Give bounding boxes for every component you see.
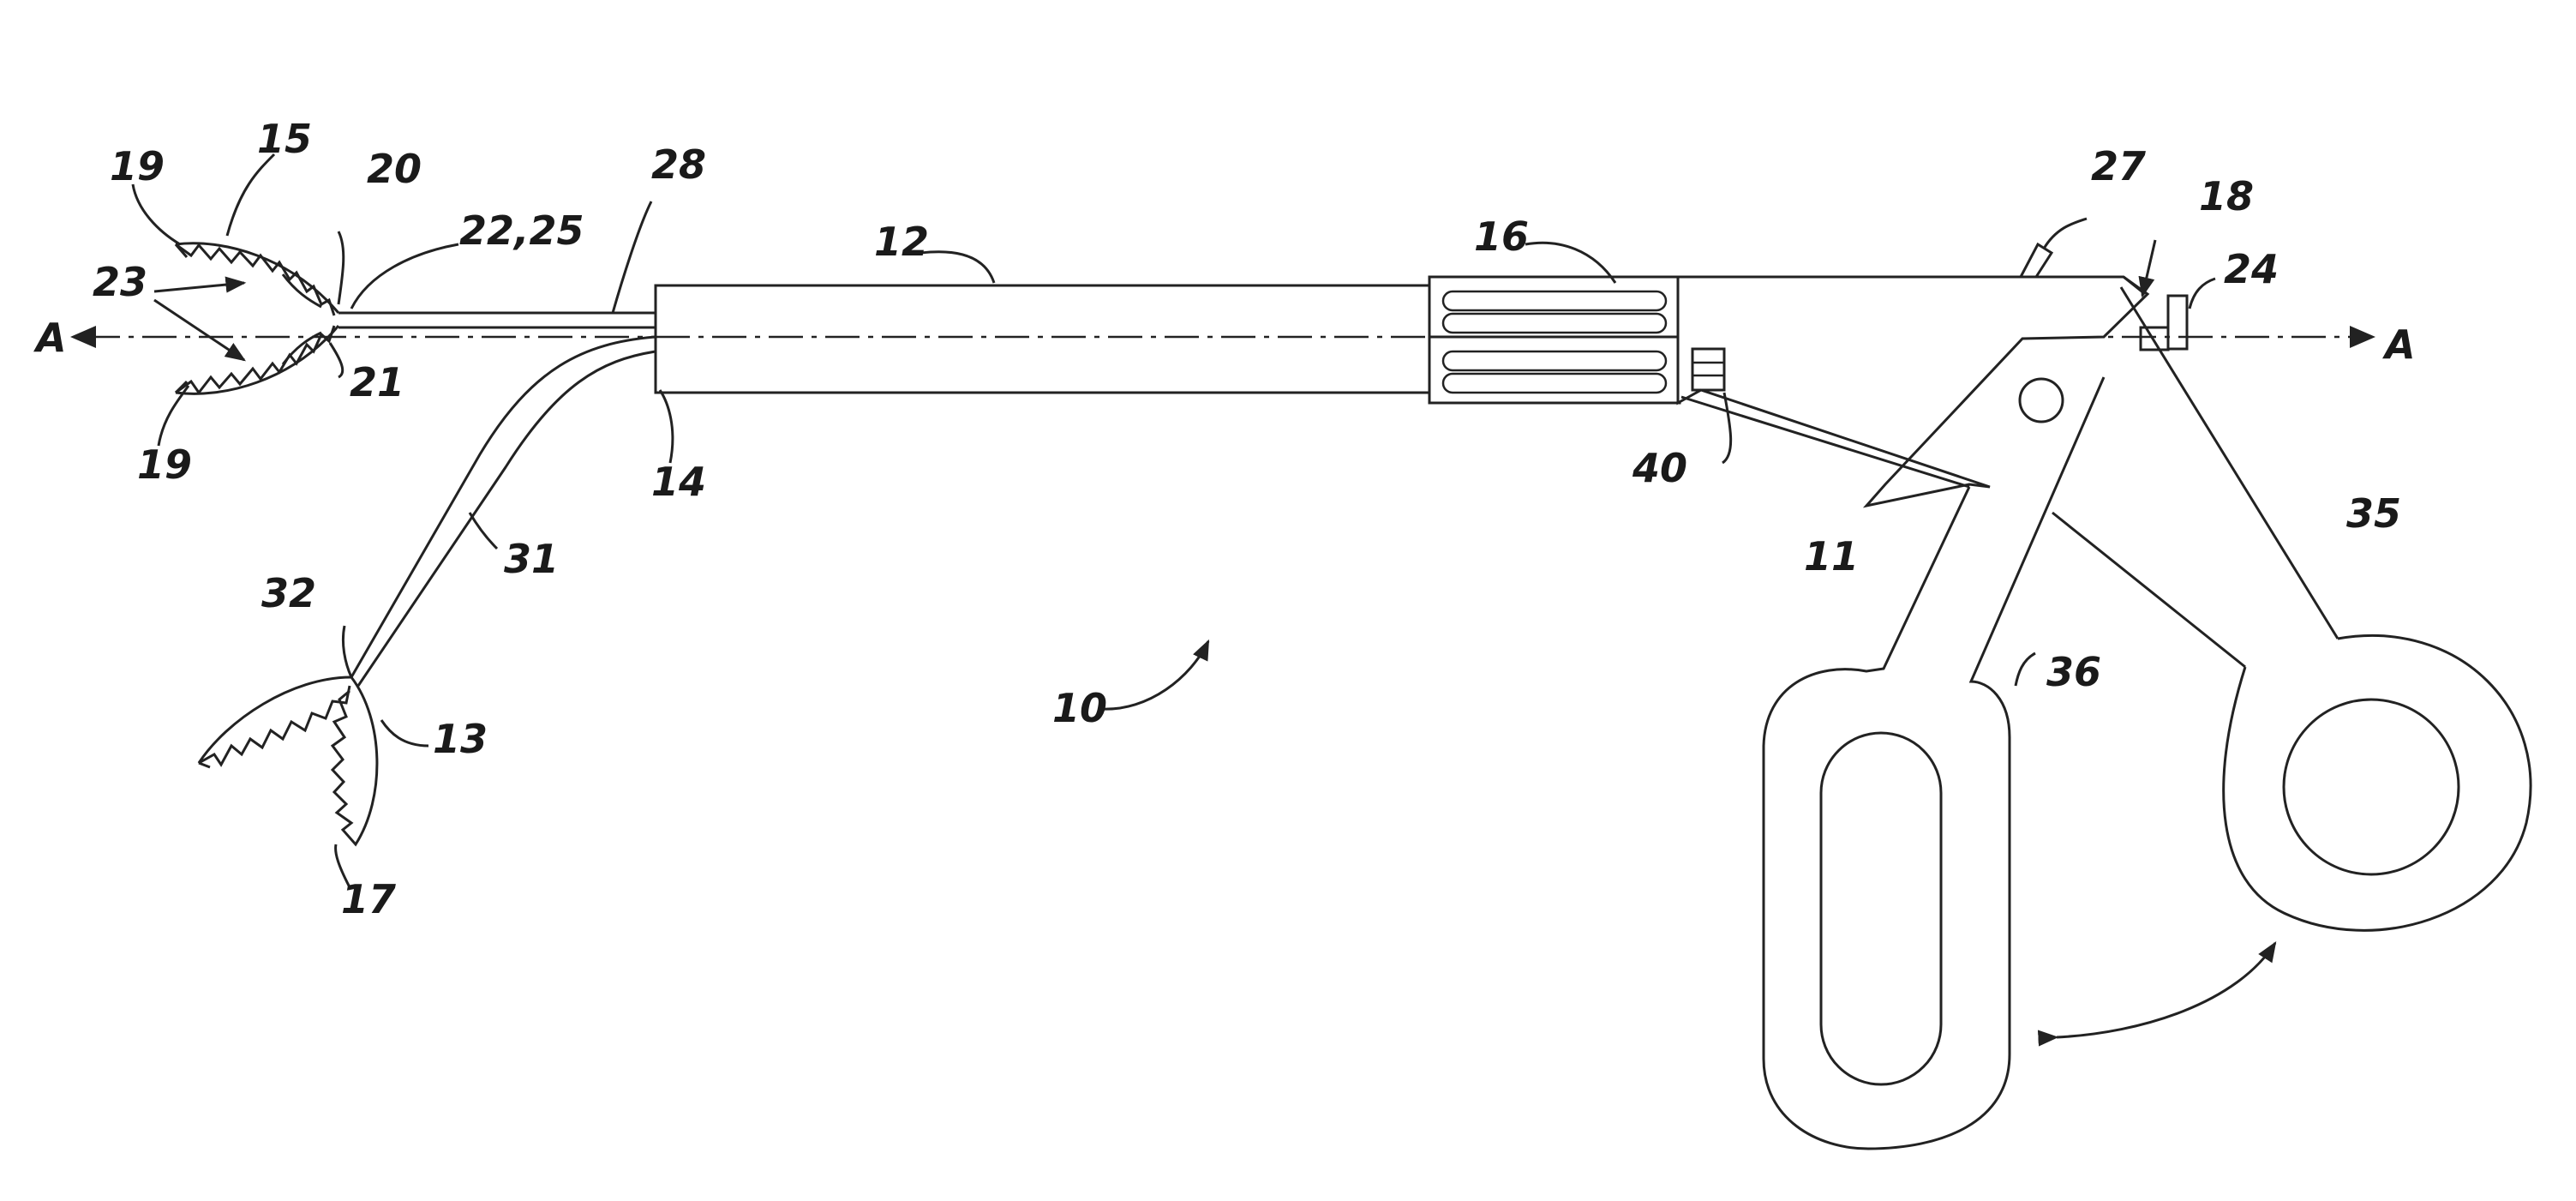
axis-label-left: A <box>33 315 67 361</box>
axis-label-right: A <box>2382 321 2416 368</box>
ref-11: 11 <box>1804 533 1859 579</box>
ref-32: 32 <box>261 570 316 616</box>
ref-17: 17 <box>341 876 396 922</box>
ref-21: 21 <box>350 359 404 405</box>
axis-arrow-left <box>70 326 96 348</box>
lower-jaw-assembly <box>199 677 377 844</box>
ref-13: 13 <box>433 716 488 762</box>
stub-24 <box>2141 327 2168 350</box>
ref-27: 27 <box>2091 143 2146 189</box>
leader-lines <box>133 154 2215 887</box>
tube-body <box>656 285 1431 393</box>
ref-23: 23 <box>93 259 147 305</box>
ref-20: 20 <box>367 146 422 192</box>
pivot-circle <box>2020 379 2063 422</box>
ref-40: 40 <box>1632 445 1687 491</box>
ref-14: 14 <box>651 459 706 505</box>
ref-28: 28 <box>651 141 706 188</box>
handle-35 <box>2052 287 2531 930</box>
axis-arrow-right <box>2350 326 2375 348</box>
ref-31: 31 <box>504 536 559 582</box>
ref-22-25: 22,25 <box>459 207 584 254</box>
port-27 <box>2021 244 2052 277</box>
ref-24: 24 <box>2224 246 2279 292</box>
ref-16: 16 <box>1474 213 1529 260</box>
ref-18: 18 <box>2199 173 2254 219</box>
ref-15: 15 <box>257 116 312 162</box>
ref-12: 12 <box>874 219 929 265</box>
ref-19-bottom: 19 <box>137 441 192 488</box>
ref-36: 36 <box>2046 649 2101 695</box>
motion-arrow <box>2057 943 2275 1037</box>
rotation-knob <box>1429 277 1680 403</box>
upper-jaw-assembly <box>176 243 338 394</box>
ref-35: 35 <box>2346 490 2401 537</box>
ref-10: 10 <box>1052 685 1107 731</box>
handle-body <box>1678 277 2148 506</box>
ref-19-top: 19 <box>110 143 165 189</box>
